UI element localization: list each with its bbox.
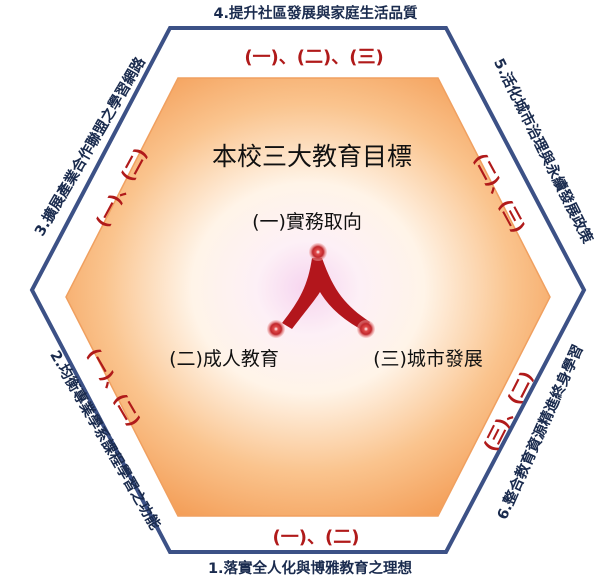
node-adult [267,320,285,338]
aim-adult: (二)成人教育 [169,348,279,370]
node-practice [309,243,327,261]
goal-1-label: 1.落實全人化與博雅教育之理想 [208,559,413,577]
goal-4-sub: (一)、(二)、(三) [244,47,383,68]
goal-4-label: 4.提升社區發展與家庭生活品質 [213,4,418,22]
aim-practice: (一)實務取向 [252,211,362,233]
diagram-title: 本校三大教育目標 [212,142,412,171]
triad-connector [282,258,370,331]
node-city [357,320,375,338]
aim-city: (三)城市發展 [373,348,483,370]
goal-1-sub: (一)、(二) [273,527,360,548]
